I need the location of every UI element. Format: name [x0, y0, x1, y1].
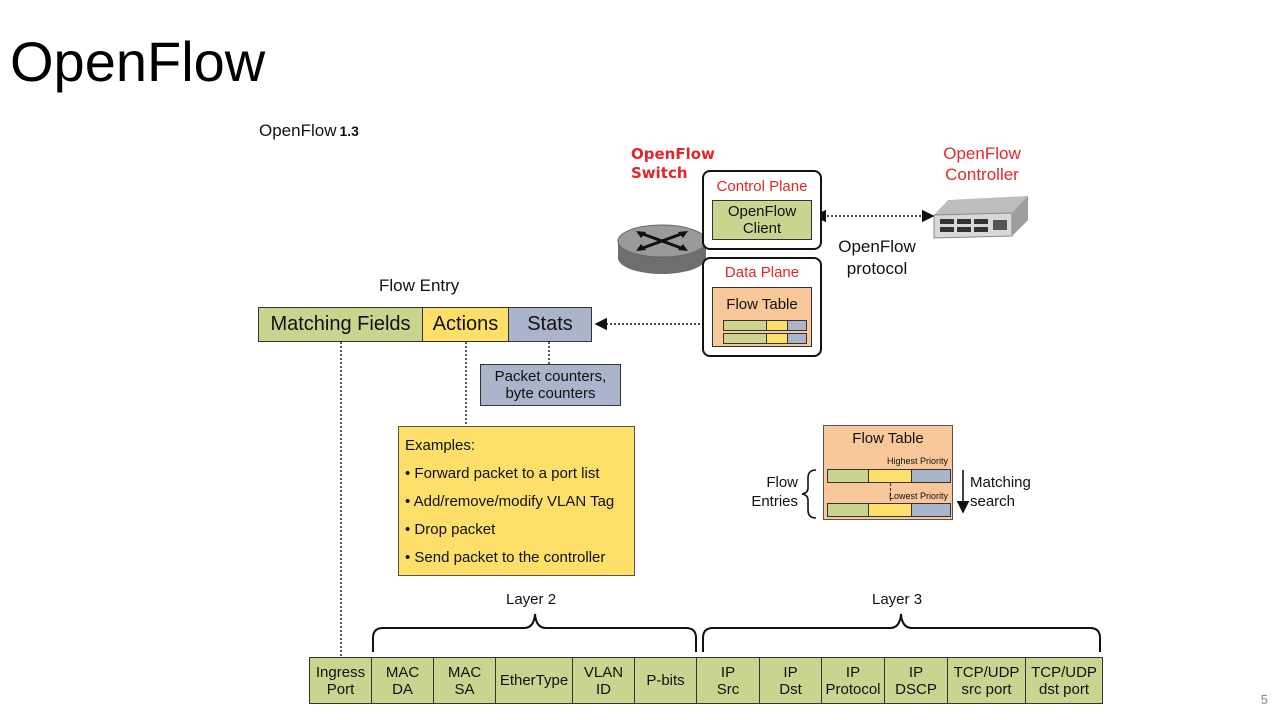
layer2-label: Layer 2 — [506, 591, 557, 608]
page-title: OpenFlow — [10, 30, 266, 93]
field-ethertype: EtherType — [495, 657, 573, 704]
field-line2: Dst — [779, 680, 802, 698]
example-item-text: Drop packet — [414, 521, 496, 538]
openflow-client-box: OpenFlow Client — [712, 200, 812, 240]
stats-cell: Stats — [508, 307, 592, 342]
switch-label-line1: OpenFlow — [631, 145, 715, 163]
field-line1: IP — [720, 663, 736, 681]
field-line2: src port — [961, 680, 1012, 698]
layer3-label: Layer 3 — [872, 591, 923, 608]
field-line2: DSCP — [895, 680, 937, 698]
field-line1: EtherType — [499, 672, 569, 689]
priority-divider — [890, 483, 891, 501]
field-line1: MAC — [447, 663, 482, 681]
version-label: 1.3 — [339, 123, 359, 139]
field-line2: Port — [326, 680, 355, 698]
flow-entry-bar — [827, 469, 951, 483]
switch-label: OpenFlow Switch — [631, 145, 715, 183]
flow-entries-line2: Entries — [751, 493, 798, 510]
control-plane-box: Control Plane OpenFlow Client — [702, 170, 822, 250]
control-plane-label: Control Plane — [716, 178, 808, 195]
data-plane-label: Data Plane — [724, 264, 800, 281]
counters-line1: Packet counters, — [494, 368, 607, 385]
field-line2: DA — [392, 680, 413, 698]
lowest-priority-label: Lowest Priority — [888, 491, 948, 501]
field-line1: TCP/UDP — [953, 663, 1020, 681]
actions-cell: Actions — [422, 307, 509, 342]
example-item: • Forward packet to a port list — [405, 465, 600, 482]
router-icon — [617, 224, 707, 274]
field-line1: IP — [783, 663, 798, 681]
field-line1: TCP/UDP — [1031, 663, 1097, 681]
field-line1: P-bits — [646, 672, 685, 689]
flow-entries-label: Flow Entries — [740, 473, 798, 511]
controller-label: OpenFlow Controller — [928, 143, 1036, 185]
switch-label-line2: Switch — [631, 164, 688, 182]
field-line2: dst port — [1038, 680, 1090, 698]
field-line1: VLAN — [583, 663, 624, 681]
matching-search-line2: search — [970, 493, 1016, 510]
matching-fields-cell: Matching Fields — [258, 307, 423, 342]
flow-table-detail: Flow Table Highest Priority Lowest Prior… — [823, 425, 953, 520]
field-p-bits: P-bits — [634, 657, 697, 704]
flow-entry-label: Flow Entry — [379, 276, 460, 295]
controller-label-line1: OpenFlow — [943, 144, 1021, 163]
switch-flow-table-label: Flow Table — [726, 296, 798, 313]
example-item: • Add/remove/modify VLAN Tag — [405, 493, 615, 510]
protocol-line1: OpenFlow — [838, 237, 916, 256]
field-line1: MAC — [385, 663, 420, 681]
flow-entries-line1: Flow — [766, 474, 798, 491]
counters-box: Packet counters, byte counters — [480, 364, 621, 406]
field-line1: IP — [845, 663, 861, 681]
controller-label-line2: Controller — [945, 165, 1019, 184]
controller-device-icon — [933, 196, 1028, 239]
counters-line2: byte counters — [505, 385, 596, 402]
client-line1: OpenFlow — [727, 203, 797, 220]
examples-heading: Examples: — [405, 437, 476, 454]
field-line1: IP — [908, 663, 924, 681]
flow-entry-bar — [723, 320, 807, 331]
protocol-label: OpenFlow protocol — [826, 236, 928, 280]
flow-table-detail-title: Flow Table — [852, 430, 924, 447]
page-number: 5 — [1260, 692, 1268, 707]
data-plane-box: Data Plane Flow Table — [702, 257, 822, 357]
matching-search-label: Matching search — [970, 473, 1031, 511]
example-item-text: Forward packet to a port list — [414, 465, 600, 482]
field-line1: Ingress — [315, 663, 366, 681]
field-line2: SA — [454, 680, 475, 698]
example-item: • Drop packet — [405, 521, 496, 538]
example-item: • Send packet to the controller — [405, 549, 606, 566]
example-item-text: Send packet to the controller — [414, 549, 606, 566]
example-item-text: Add/remove/modify VLAN Tag — [413, 493, 615, 510]
field-line2: ID — [596, 680, 611, 698]
client-line2: Client — [742, 220, 782, 237]
subtitle-text: OpenFlow — [259, 121, 337, 140]
examples-box: Examples: • Forward packet to a port lis… — [398, 426, 635, 576]
switch-flow-table: Flow Table — [712, 287, 812, 347]
flow-entry-bar — [827, 503, 951, 517]
field-line2: Protocol — [825, 680, 881, 698]
field-line2: Src — [716, 680, 740, 698]
protocol-line2: protocol — [846, 259, 908, 278]
matching-search-line1: Matching — [970, 474, 1031, 491]
highest-priority-label: Highest Priority — [886, 456, 948, 466]
flow-entry-bar — [723, 333, 807, 344]
